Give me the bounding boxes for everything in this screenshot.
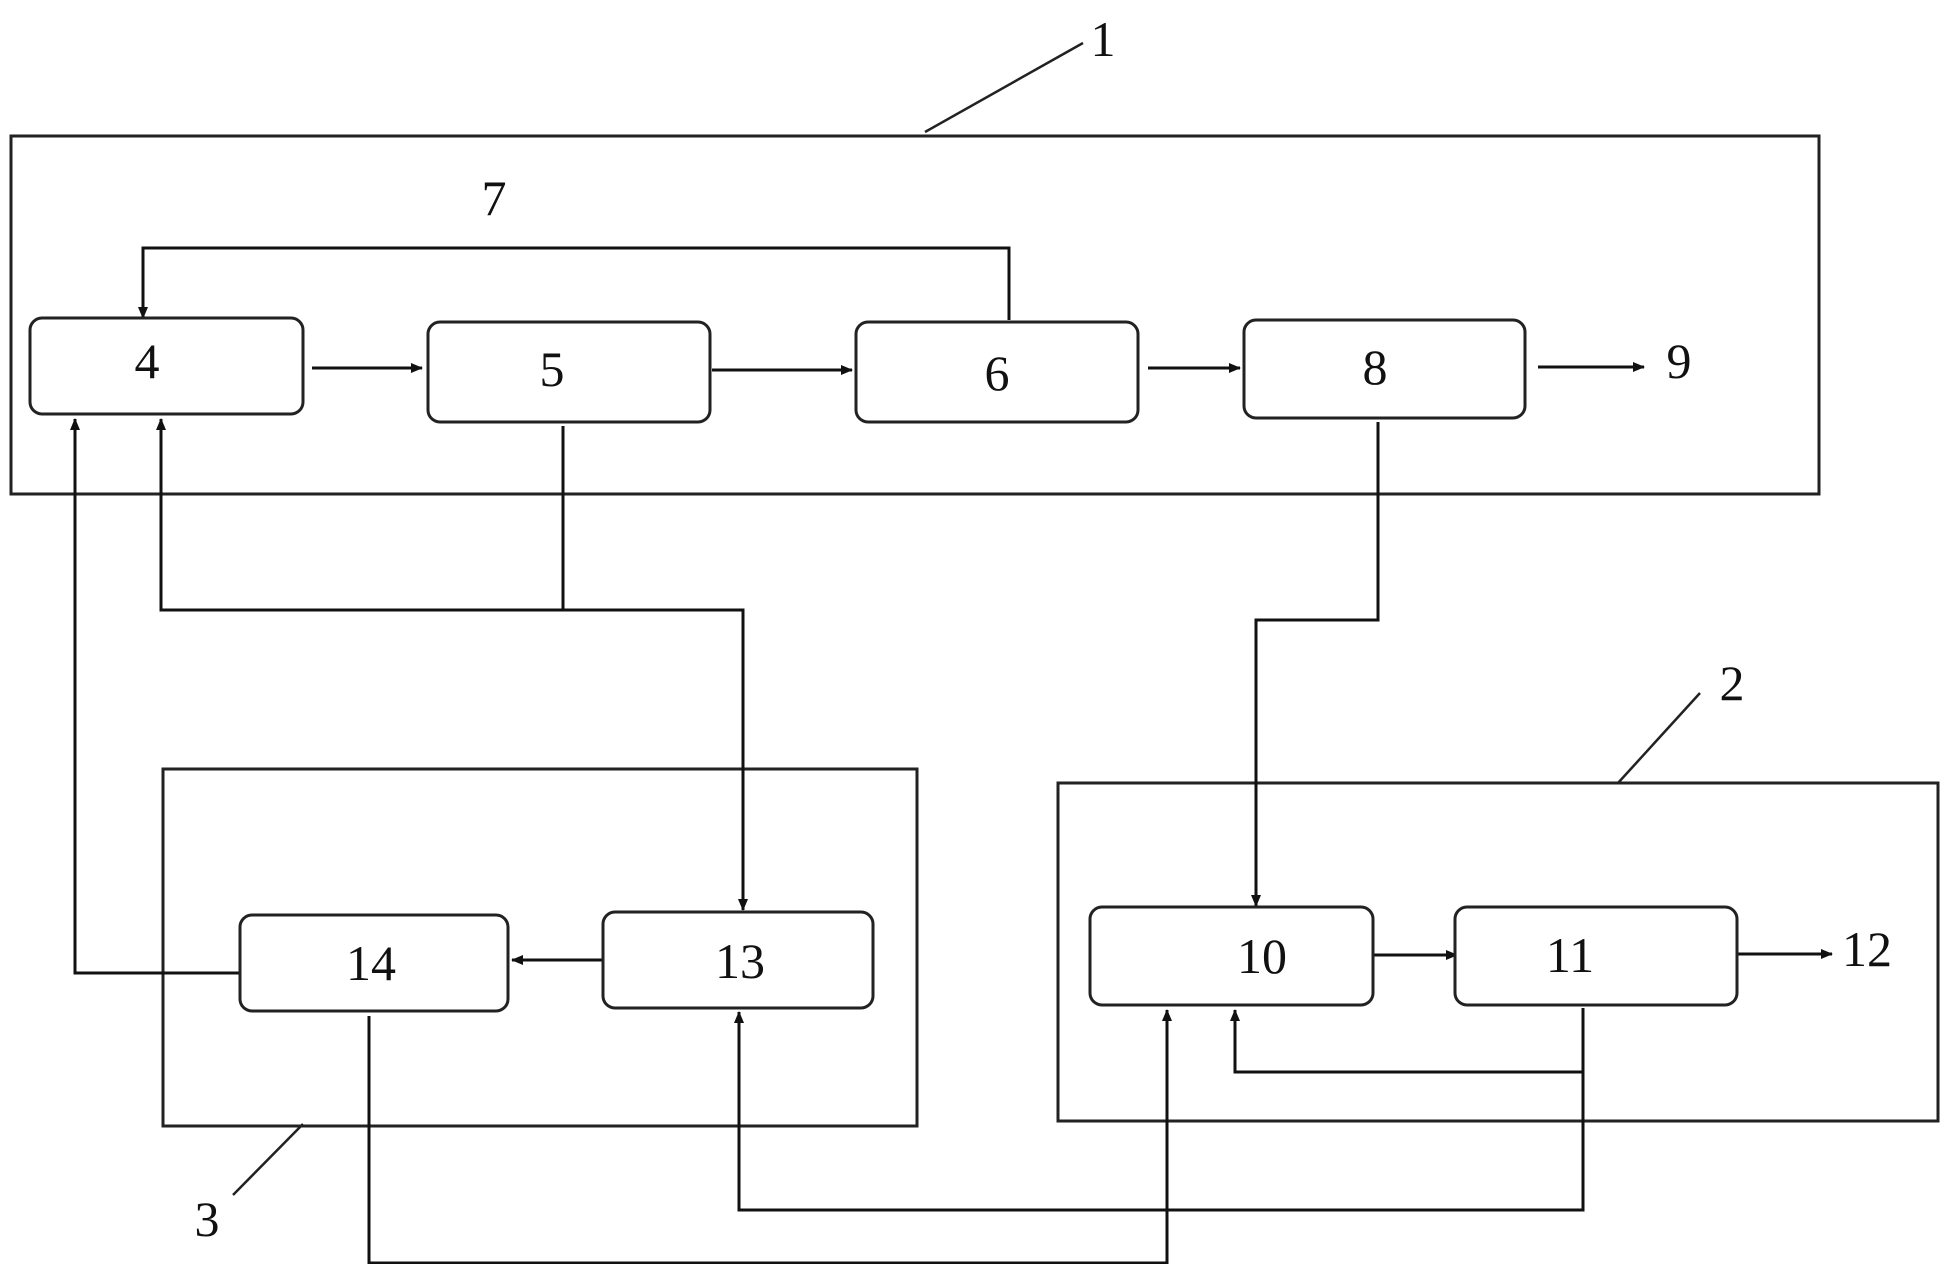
block-14-label: 14 [346,935,396,991]
output-12: 12 [1842,921,1892,977]
wire-junction-to-13 [563,608,748,911]
leader-line-1 [924,41,1084,134]
region-3-frame [161,767,919,1128]
wire-junction-to-4 [156,418,563,612]
callout-3: 3 [195,1191,220,1247]
block-11: 11 [1453,905,1739,1007]
region-1-frame [9,134,1821,496]
block-6-label: 6 [985,345,1010,401]
region-2-frame [1056,781,1940,1123]
wire-14-to-10 [367,1009,1172,1264]
block-13-label: 13 [715,933,765,989]
block-8: 8 [1242,318,1527,420]
callout-2: 2 [1720,655,1745,711]
block-6: 6 [854,320,1140,424]
callout-7: 7 [482,170,507,226]
block-5-label: 5 [540,341,565,397]
block-10-label: 10 [1237,928,1287,984]
wire-6-to-4-feedback [138,246,1011,320]
block-14: 14 [238,913,510,1013]
callout-1: 1 [1091,11,1116,67]
wire-11-to-10-feedback [1230,1008,1585,1074]
wire-11-to-13 [734,1011,1585,1212]
wire-14-to-4 [70,418,240,975]
block-8-label: 8 [1363,339,1388,395]
block-11-label: 11 [1546,927,1594,983]
output-9: 9 [1667,333,1692,389]
wire-8-to-10 [1251,422,1380,907]
block-10: 10 [1088,905,1375,1007]
block-13: 13 [601,910,875,1010]
block-5: 5 [426,320,712,424]
block-4-label: 4 [135,333,160,389]
leader-line-2 [1617,692,1701,784]
block-4: 4 [28,316,305,416]
leader-line-3 [232,1123,304,1196]
